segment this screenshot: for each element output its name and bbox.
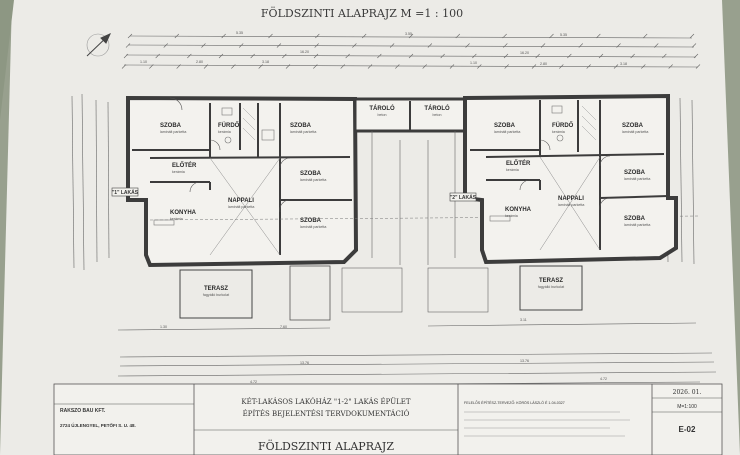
- r-room-szoba-1-sub: laminált parketta: [494, 130, 520, 134]
- r-room-szoba-3-label: SZOBA: [624, 170, 646, 176]
- project-line-1: KÉT-LAKÁSOS LAKÓHÁZ "1-2" LAKÁS ÉPÜLET: [241, 397, 410, 406]
- svg-text:1.30: 1.30: [160, 325, 167, 329]
- svg-text:3.18: 3.18: [620, 62, 627, 66]
- r-room-furdo-sub: kerámia: [552, 130, 565, 134]
- storage-right-sub: beton: [433, 113, 442, 117]
- client-address: 2724 ÚJLENGYEL, PETŐFI S. U. 48.: [60, 422, 136, 428]
- svg-text:2.80: 2.80: [540, 62, 547, 66]
- svg-text:3.11: 3.11: [520, 318, 527, 322]
- drawing-date: 2026. 01.: [673, 389, 702, 396]
- unit-2-terrace: [519, 265, 583, 311]
- sheet-title: FÖLDSZINTI ALAPRAJZ M =1 : 100: [261, 6, 463, 20]
- unit-2-plan: SZOBA laminált parketta FÜRDŐ kerámia SZ…: [449, 93, 678, 311]
- client-name: RAKSZO BAU KFT.: [60, 408, 106, 414]
- room-szoba-3-label: SZOBA: [300, 171, 322, 177]
- room-furdo-sub: kerámia: [218, 130, 231, 134]
- terrace-1-label: TERASZ: [204, 286, 228, 292]
- r-room-nappali-label: NAPPALI: [558, 196, 584, 202]
- storage-left-sub: beton: [378, 113, 387, 117]
- top-dimension-lines: [121, 33, 701, 69]
- svg-text:13.76: 13.76: [520, 359, 529, 363]
- r-room-konyha-label: KONYHA: [505, 207, 532, 213]
- svg-text:4.72: 4.72: [250, 380, 257, 384]
- r-room-konyha-sub: kerámia: [505, 214, 518, 218]
- r-room-eloter-sub: kerámia: [506, 168, 519, 172]
- terrace-2-label: TERASZ: [539, 278, 563, 284]
- unit-1-plan: SZOBA laminált parketta FÜRDŐ kerámia SZ…: [111, 95, 359, 321]
- room-szoba-4-label: SZOBA: [300, 218, 322, 224]
- room-szoba-4-sub: laminált parketta: [300, 225, 326, 229]
- terrace-2-sub: fagyálló burkolat: [538, 285, 564, 289]
- svg-text:7.60: 7.60: [280, 325, 287, 329]
- svg-text:1.10: 1.10: [140, 60, 147, 64]
- terrace-1-sub: fagyálló burkolat: [203, 293, 229, 297]
- r-room-szoba-2-sub: laminált parketta: [622, 130, 648, 134]
- room-eloter-sub: kerámia: [172, 170, 185, 174]
- room-szoba-3-sub: laminált parketta: [300, 178, 326, 182]
- designer-line: FELELŐS ÉPÍTÉSZ-TERVEZŐ: KÖRÖS LÁSZLÓ É …: [464, 400, 565, 405]
- storage-left-label: TÁROLÓ: [369, 104, 395, 112]
- r-room-eloter-label: ELŐTÉR: [506, 159, 531, 167]
- unit-2-label: "2" LAKÁS: [450, 194, 477, 201]
- room-konyha-sub: kerámia: [170, 217, 183, 221]
- svg-text:1.10: 1.10: [470, 61, 477, 65]
- r-room-szoba-2-label: SZOBA: [622, 123, 644, 129]
- svg-text:5.35: 5.35: [236, 31, 243, 35]
- project-line-2: ÉPÍTÉS BEJELENTÉSI TERVDOKUMENTÁCIÓ: [243, 409, 410, 418]
- room-furdo-label: FÜRDŐ: [218, 122, 240, 129]
- r-room-nappali-sub: laminált parketta: [558, 203, 584, 207]
- sheet-number: E-02: [679, 425, 696, 434]
- room-szoba-2-sub: laminált parketta: [290, 130, 316, 134]
- title-block: RAKSZO BAU KFT. 2724 ÚJLENGYEL, PETŐFI S…: [53, 383, 723, 455]
- north-arrow-icon: [86, 33, 111, 57]
- r-room-szoba-1-label: SZOBA: [494, 123, 516, 129]
- drawing-name: FÖLDSZINTI ALAPRAJZ: [258, 439, 394, 453]
- svg-text:13.76: 13.76: [300, 361, 309, 365]
- r-room-szoba-3-sub: laminált parketta: [624, 177, 650, 181]
- r-room-furdo-label: FÜRDŐ: [552, 122, 574, 129]
- room-nappali-label: NAPPALI: [228, 198, 254, 204]
- storage-block: TÁROLÓ beton TÁROLÓ beton: [149, 97, 701, 313]
- svg-text:16.20: 16.20: [520, 51, 529, 55]
- svg-text:5.35: 5.35: [560, 33, 567, 37]
- storage-right-label: TÁROLÓ: [424, 104, 450, 112]
- svg-text:4.72: 4.72: [600, 377, 607, 381]
- room-szoba-1-label: SZOBA: [160, 123, 182, 129]
- r-room-szoba-4-sub: laminált parketta: [624, 223, 650, 227]
- room-eloter-label: ELŐTÉR: [172, 161, 197, 169]
- svg-text:16.20: 16.20: [300, 50, 309, 54]
- room-szoba-2-label: SZOBA: [290, 123, 312, 129]
- drawing-scale: M=1:100: [677, 404, 697, 410]
- room-konyha-label: KONYHA: [170, 210, 197, 216]
- svg-text:3.18: 3.18: [262, 60, 269, 64]
- svg-text:3.55: 3.55: [405, 32, 412, 36]
- unit-1-label: "1" LAKÁS: [112, 189, 139, 196]
- unit-1-terrace: [179, 269, 253, 319]
- room-nappali-sub: laminált parketta: [228, 205, 254, 209]
- svg-text:2.80: 2.80: [196, 60, 203, 64]
- r-room-szoba-4-label: SZOBA: [624, 216, 646, 222]
- room-szoba-1-sub: laminált parketta: [160, 130, 186, 134]
